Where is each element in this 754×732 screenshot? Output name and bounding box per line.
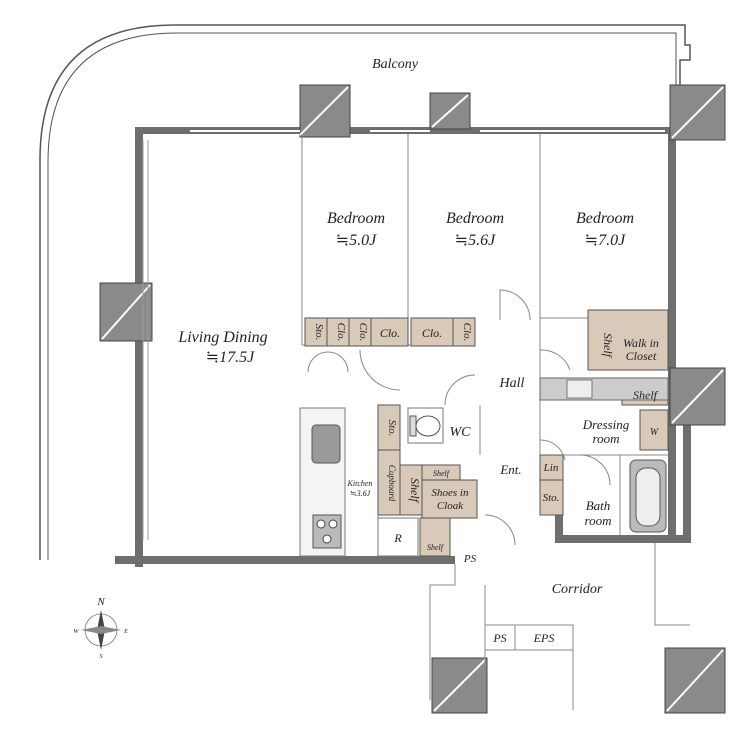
- kitchen-fixtures: [299, 407, 419, 557]
- dressing-label-2: room: [593, 431, 620, 446]
- kitchen-size: ≒3.6J: [350, 489, 371, 498]
- walkin-label-1: Walk in: [623, 336, 659, 350]
- bedroom-2-size: ≒5.6J: [455, 232, 496, 249]
- sto-bath-label: Sto.: [543, 492, 560, 504]
- clo-bed1-label: Clo.: [380, 326, 400, 340]
- balcony-outline: [39, 24, 691, 560]
- walkin-shelf-label: Shelf: [601, 333, 615, 359]
- shelf-bottom-label: Shelf: [427, 543, 445, 552]
- clo-living-label: Clo.: [335, 323, 347, 342]
- balcony-label: Balcony: [372, 57, 419, 72]
- compass: N E W S: [74, 596, 129, 660]
- walkin-label-2: Closet: [626, 349, 657, 363]
- compass-east-label: E: [123, 629, 128, 635]
- corridor-label: Corridor: [552, 582, 603, 597]
- ps-bottom-label: PS: [492, 631, 506, 645]
- bathtub: [629, 459, 667, 533]
- bath-label-2: room: [585, 513, 612, 528]
- walk-in-closet: [587, 309, 669, 371]
- lin-label: Lin: [543, 462, 559, 474]
- clo-bed1: [370, 317, 409, 347]
- shelf-hall-label: Shelf: [408, 478, 422, 504]
- bedroom-1-size: ≒5.0J: [336, 232, 377, 249]
- shelf-bottom: [419, 517, 451, 557]
- living-dining-label: Living Dining: [177, 329, 267, 346]
- kitchen-label: Kitchen: [347, 479, 373, 488]
- hall-label: Hall: [499, 376, 525, 391]
- pillar-right: [669, 367, 726, 426]
- clo-bed2-small: [452, 317, 476, 347]
- sto-bath: [539, 479, 564, 516]
- windows: [142, 130, 665, 540]
- refrigerator-label: R: [393, 531, 402, 545]
- refrigerator: [377, 517, 419, 557]
- sto-kitchen-label: Sto.: [386, 420, 398, 437]
- wc-fixtures: [407, 407, 444, 444]
- ps-top-label: PS: [463, 553, 477, 565]
- bedroom-2-label: Bedroom: [446, 210, 504, 227]
- bedroom-3-size: ≒7.0J: [585, 232, 626, 249]
- pillar-bottom-left: [431, 657, 488, 714]
- dressing-label-1: Dressing: [582, 417, 630, 432]
- washer-space: [639, 409, 669, 451]
- shelf-top-label: Shelf: [433, 469, 451, 478]
- pillar-left: [99, 282, 153, 342]
- storage-areas: [304, 309, 669, 557]
- compass-south-label: S: [100, 654, 103, 660]
- bath-label-1: Bath: [586, 498, 611, 513]
- ent-label: Ent.: [499, 462, 521, 477]
- sto-living-label: Sto.: [313, 324, 325, 341]
- eps-label: EPS: [533, 631, 555, 645]
- clo-bed1-small-label: Clo.: [357, 323, 369, 342]
- pillar-top-2: [429, 92, 471, 130]
- living-dining-size: ≒17.5J: [206, 349, 255, 366]
- pillar-top-1: [299, 84, 351, 138]
- wc-label: WC: [450, 425, 472, 440]
- compass-west-label: W: [74, 629, 80, 635]
- washer-label: W: [650, 427, 660, 438]
- clo-bed2-small-label: Clo.: [461, 323, 473, 342]
- clo-bed2: [410, 317, 454, 347]
- bedroom-1-label: Bedroom: [327, 210, 385, 227]
- shoes-cloak-label-1: Shoes in: [432, 487, 469, 499]
- pillar-bottom-right: [664, 647, 726, 714]
- walkin-shelf-bottom-label: Shelf: [633, 388, 659, 402]
- door-swings: [307, 289, 611, 546]
- clo-bed2-label: Clo.: [422, 326, 442, 340]
- shoes-cloak-label-2: Cloak: [437, 500, 464, 512]
- sink-basin: [566, 379, 593, 399]
- bedroom-3-label: Bedroom: [576, 210, 634, 227]
- cupboard-label: Cupboard: [387, 465, 397, 502]
- pillar-top-right: [669, 84, 726, 141]
- compass-north-label: N: [96, 596, 105, 608]
- shoes-cloak: [421, 479, 478, 519]
- kitchen-sink: [311, 424, 341, 464]
